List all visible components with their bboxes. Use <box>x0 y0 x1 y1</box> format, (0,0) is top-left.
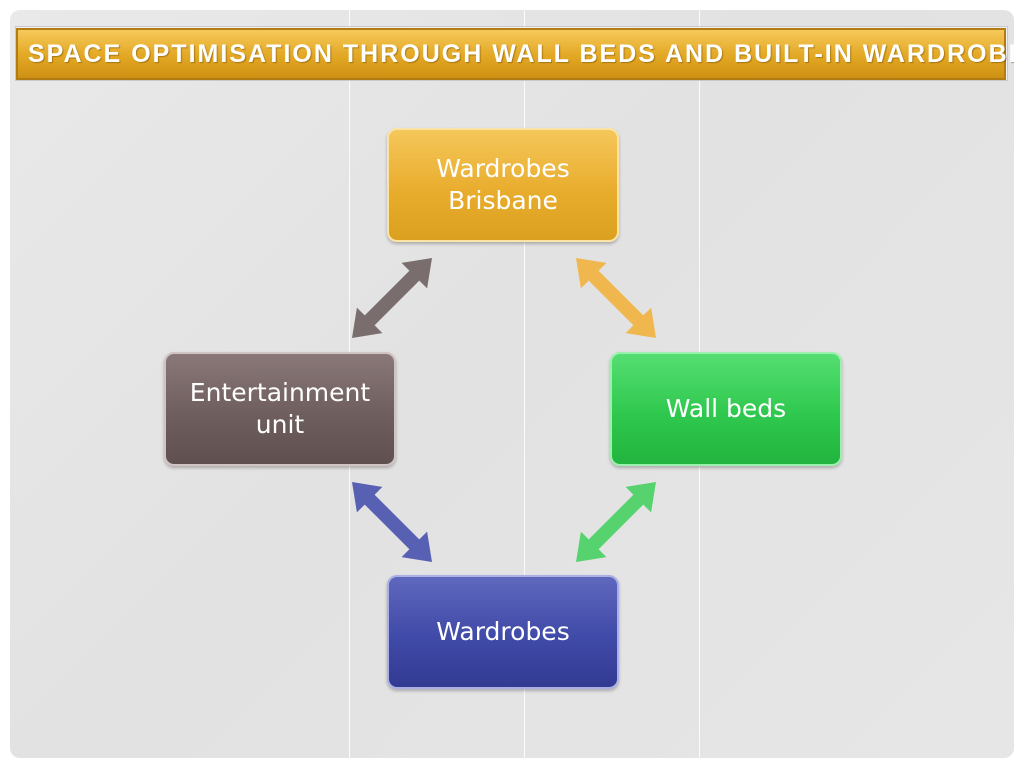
background-stripe <box>524 10 525 758</box>
connector-arrow-brisbane-wall-beds <box>576 258 656 338</box>
node-label: Wall beds <box>665 394 787 423</box>
connector-arrow-entertainment-brisbane <box>352 258 432 338</box>
node-label: Wardrobes <box>436 617 570 646</box>
page-title: SPACE OPTIMISATION THROUGH WALL BEDS AND… <box>28 39 1014 68</box>
connector-arrow-wardrobes-entertainment <box>352 482 432 562</box>
node-entertainment-unit: Entertainment unit <box>164 352 396 466</box>
node-label: Wardrobes Brisbane <box>436 154 570 215</box>
connector-layer <box>352 258 656 562</box>
node-wall-beds: Wall beds <box>610 352 842 466</box>
slide: SPACE OPTIMISATION THROUGH WALL BEDS AND… <box>10 10 1014 758</box>
node-wardrobes: Wardrobes <box>387 575 619 689</box>
title-box: SPACE OPTIMISATION THROUGH WALL BEDS AND… <box>16 28 1014 80</box>
node-label: Entertainment unit <box>189 378 371 439</box>
node-wardrobes-brisbane: Wardrobes Brisbane <box>387 128 619 242</box>
connector-arrow-wall-beds-wardrobes <box>576 482 656 562</box>
